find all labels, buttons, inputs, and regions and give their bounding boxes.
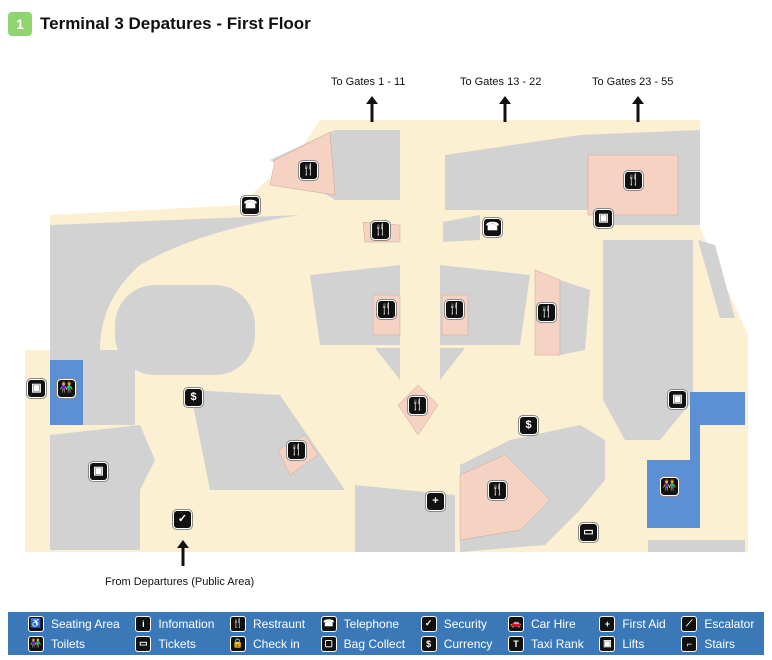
legend-label: Restraunt [253,616,306,631]
restaurant-icon[interactable]: 🍴 [624,171,643,190]
restaurant-icon[interactable]: 🍴 [445,300,464,319]
legend-label: Toilets [51,636,86,651]
telephone-icon[interactable]: ☎ [483,218,502,237]
legend-label: Taxi Rank [531,636,584,651]
restaurant-icon[interactable]: 🍴 [287,441,306,460]
currency-icon[interactable]: $ [519,416,538,435]
escalator-icon: ⟋ [681,615,698,632]
legend-label: First Aid [622,616,666,631]
information-icon: i [135,615,152,632]
header: 1 Terminal 3 Depatures - First Floor [8,12,311,36]
gates-1-11-label: To Gates 1 - 11 [331,76,406,88]
floor-map [25,96,748,566]
floor-badge: 1 [8,12,32,36]
telephone-icon[interactable]: ☎ [241,196,260,215]
legend-tickets: ▭ Tickets [135,634,224,654]
legend-label: Bag Collect [343,636,406,651]
gates-13-22-label: To Gates 13 - 22 [460,76,542,88]
restaurant-icon[interactable]: 🍴 [408,396,427,415]
restaurant-icon[interactable]: 🍴 [488,481,507,500]
legend-information: i Infomation [135,614,224,634]
from-departures-label: From Departures (Public Area) [105,576,255,588]
legend-toilets: 👫 Toilets [28,634,129,654]
currency-icon: $ [420,635,437,652]
legend-lifts: ▣ Lifts [599,634,675,654]
page-title: Terminal 3 Depatures - First Floor [40,14,311,33]
legend-first-aid: + First Aid [599,614,675,634]
car-icon: 🚗 [508,615,525,632]
restaurant-icon[interactable]: 🍴 [371,221,390,240]
legend-label: Stairs [704,636,736,651]
restaurant-icon: 🍴 [230,615,247,632]
legend-label: Lifts [622,636,645,651]
lift-icon[interactable]: ▣ [668,390,687,409]
toilets-icon[interactable]: 👫 [660,477,679,496]
check-in-icon: 🔒 [230,635,247,652]
lift-icon[interactable]: ▣ [594,209,613,228]
stairs-icon: ⌐ [681,635,698,652]
legend-escalator: ⟋ Escalator [681,614,764,634]
restaurant-icon[interactable]: 🍴 [377,300,396,319]
lift-icon[interactable]: ▣ [89,462,108,481]
currency-icon[interactable]: $ [184,388,203,407]
legend-security: ✓ Security [420,614,502,634]
legend-taxi-rank: T Taxi Rank [508,634,593,654]
legend-label: Currency [443,636,493,651]
legend-label: Car Hire [531,616,576,631]
lift-icon[interactable]: ▣ [27,379,46,398]
first-aid-icon: + [599,615,616,632]
lift-icon: ▣ [599,635,616,652]
tickets-icon: ▭ [135,635,152,652]
first-aid-icon[interactable]: + [426,492,445,511]
legend-label: Check in [253,636,300,651]
legend-label: Security [443,616,488,631]
map-legend: ♿ Seating Area i Infomation 🍴 Restraunt ☎ Te… [8,612,764,655]
security-icon: ✓ [420,615,437,632]
restaurant-icon[interactable]: 🍴 [299,161,318,180]
tickets-icon[interactable]: ▭ [579,523,598,542]
telephone-icon: ☎ [320,615,337,632]
legend-label: Tickets [158,636,196,651]
security-icon[interactable]: ✓ [173,510,192,529]
direction-arrows [177,96,644,566]
gates-23-55-label: To Gates 23 - 55 [592,76,674,88]
legend-stairs: ⌐ Stairs [681,634,764,654]
legend-bag-collect: ▢ Bag Collect [320,634,415,654]
bag-icon: ▢ [320,635,337,652]
legend-currency: $ Currency [420,634,502,654]
restaurant-icon[interactable]: 🍴 [537,303,556,322]
legend-restaurant: 🍴 Restraunt [230,614,315,634]
legend-label: Telephone [343,616,400,631]
legend-telephone: ☎ Telephone [320,614,415,634]
legend-label: Escalator [704,616,755,631]
legend-label: Infomation [158,616,215,631]
legend-label: Seating Area [51,616,120,631]
legend-car-hire: 🚗 Car Hire [508,614,593,634]
toilets-icon[interactable]: 👫 [57,379,76,398]
legend-seating-area: ♿ Seating Area [28,614,129,634]
taxi-icon: T [508,635,525,652]
toilets-icon: 👫 [28,635,44,652]
legend-check-in: 🔒 Check in [230,634,315,654]
seating-icon: ♿ [28,615,44,632]
